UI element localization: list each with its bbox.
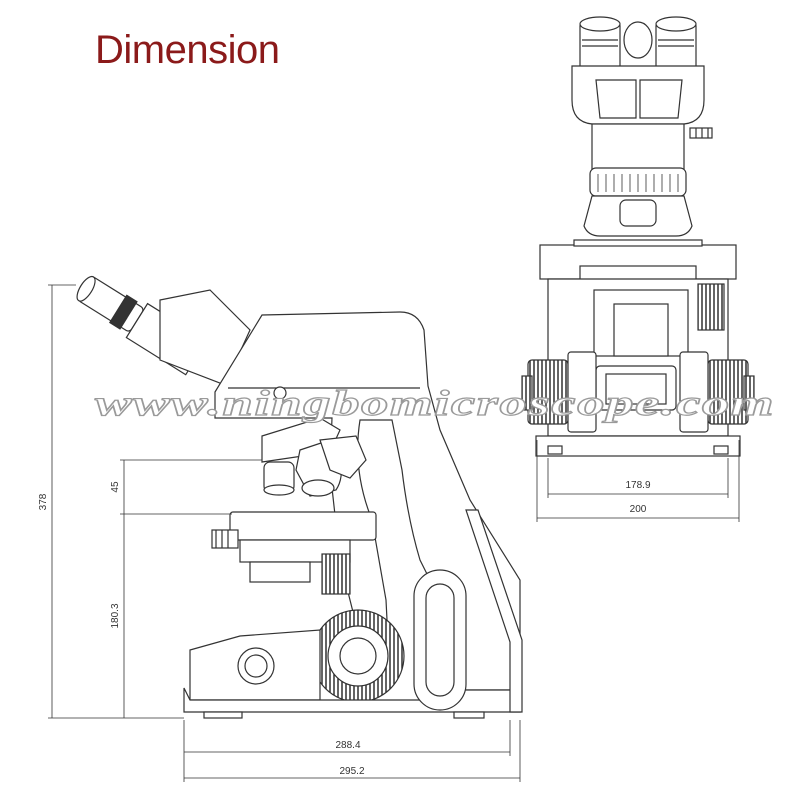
- side-stage-height-label: 180.3: [110, 603, 121, 628]
- watermark-text: www.ningbomicroscope.com: [95, 383, 775, 423]
- side-view-microscope: [76, 275, 523, 719]
- side-total-depth-label: 295.2: [339, 766, 364, 777]
- front-view-microscope: [521, 16, 755, 457]
- side-total-height-label: 378: [38, 493, 49, 510]
- front-dimensions: [536, 440, 740, 522]
- side-base-depth-label: 288.4: [335, 740, 360, 751]
- page-title: Dimension: [95, 28, 280, 72]
- front-binocular-head: [571, 65, 705, 125]
- side-stage: [229, 511, 377, 541]
- front-inner-width-label: 178.9: [625, 480, 650, 491]
- front-outer-width-label: 200: [630, 504, 647, 515]
- side-dimensions: [48, 284, 521, 782]
- front-eyepieces: [579, 16, 697, 73]
- side-objective-gap-label: 45: [110, 481, 121, 493]
